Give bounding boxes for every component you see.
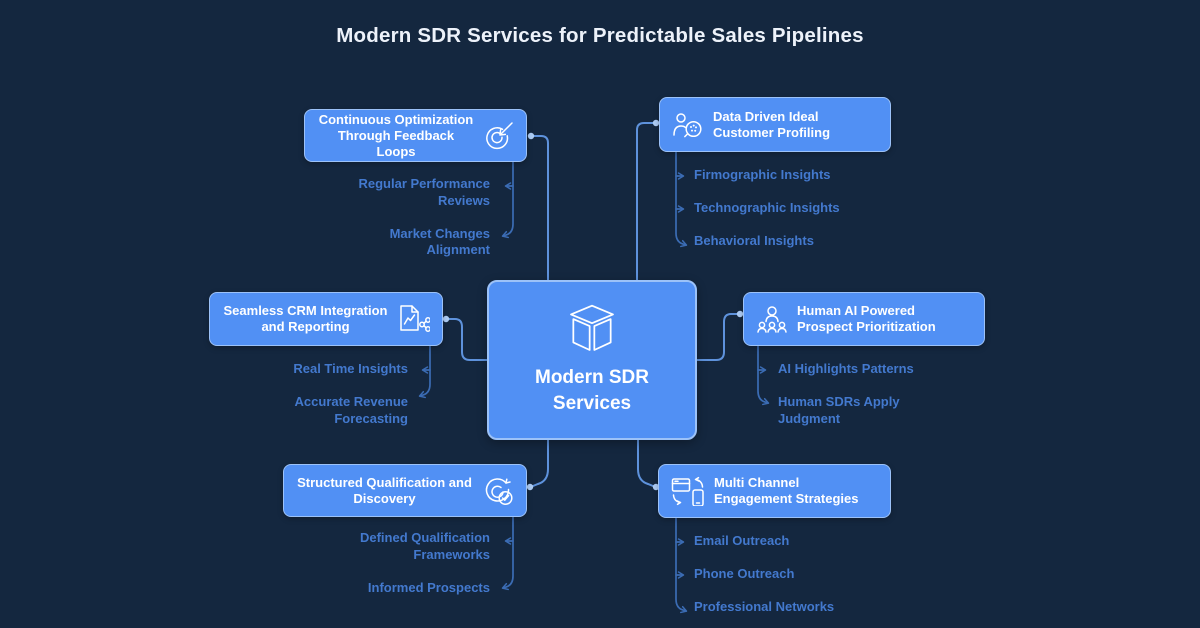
branch-items-multi-channel-engagement: Email Outreach Phone Outreach Profession… [694,533,884,628]
multi-channel-icon [671,476,705,506]
branch-items-continuous-optimization: Regular Performance Reviews Market Chang… [345,176,491,275]
sub-item: Professional Networks [694,599,835,614]
branch-title: Human AI Powered Prospect Prioritization [797,303,936,334]
branch-node-structured-qualification: Structured Qualification and Discovery [283,464,527,517]
sub-item: Firmographic Insights [694,167,831,182]
branch-title: Multi Channel Engagement Strategies [714,475,859,506]
branch-items-structured-qualification: Defined Qualification Frameworks Informe… [345,530,490,613]
sub-item: AI Highlights Patterns [778,361,914,376]
sub-item: Accurate Revenue Forecasting [294,394,408,426]
sub-item: Human SDRs Apply Judgment [778,394,900,426]
branch-node-human-ai-prioritization: Human AI Powered Prospect Prioritization [743,292,985,346]
sub-item: Email Outreach [694,533,790,548]
crm-report-icon [398,304,430,334]
sub-item: Market Changes Alignment [389,225,490,258]
sub-connectors [418,151,770,614]
sub-item: Defined Qualification Frameworks [359,530,490,562]
target-arrow-icon [484,121,514,151]
sub-item: Real Time Insights [293,361,408,376]
branch-node-data-driven-profiling: Data Driven Ideal Customer Profiling [659,97,891,152]
branch-title: Structured Qualification and Discovery [297,474,472,506]
people-hierarchy-icon [756,305,788,333]
qualification-check-icon [482,476,514,506]
sub-item: Informed Prospects [367,579,490,595]
branch-title: Data Driven Ideal Customer Profiling [713,108,831,140]
customer-profile-icon [672,111,704,139]
branch-node-crm-integration: Seamless CRM Integration and Reporting [209,292,443,346]
branch-node-multi-channel-engagement: Multi Channel Engagement Strategies [658,464,891,518]
connector-dots [442,119,744,491]
sub-item: Phone Outreach [694,566,795,581]
branch-node-continuous-optimization: Continuous Optimization Through Feedback… [304,109,527,162]
cube-icon [564,303,620,355]
center-node-label: Modern SDR Services [535,367,649,414]
branch-items-data-driven-profiling: Firmographic Insights Technographic Insi… [694,167,884,266]
branch-items-crm-integration: Real Time Insights Accurate Revenue Fore… [268,361,408,444]
branch-items-human-ai-prioritization: AI Highlights Patterns Human SDRs Apply … [778,361,933,444]
sub-item: Technographic Insights [694,200,840,215]
sub-item: Regular Performance Reviews [358,176,491,208]
sub-item: Behavioral Insights [694,233,814,248]
center-node: Modern SDR Services [487,280,697,440]
branch-title: Seamless CRM Integration and Reporting [223,303,388,334]
main-connectors [445,122,741,487]
branch-title: Continuous Optimization Through Feedback… [318,111,474,159]
page-title: Modern SDR Services for Predictable Sale… [336,24,864,47]
